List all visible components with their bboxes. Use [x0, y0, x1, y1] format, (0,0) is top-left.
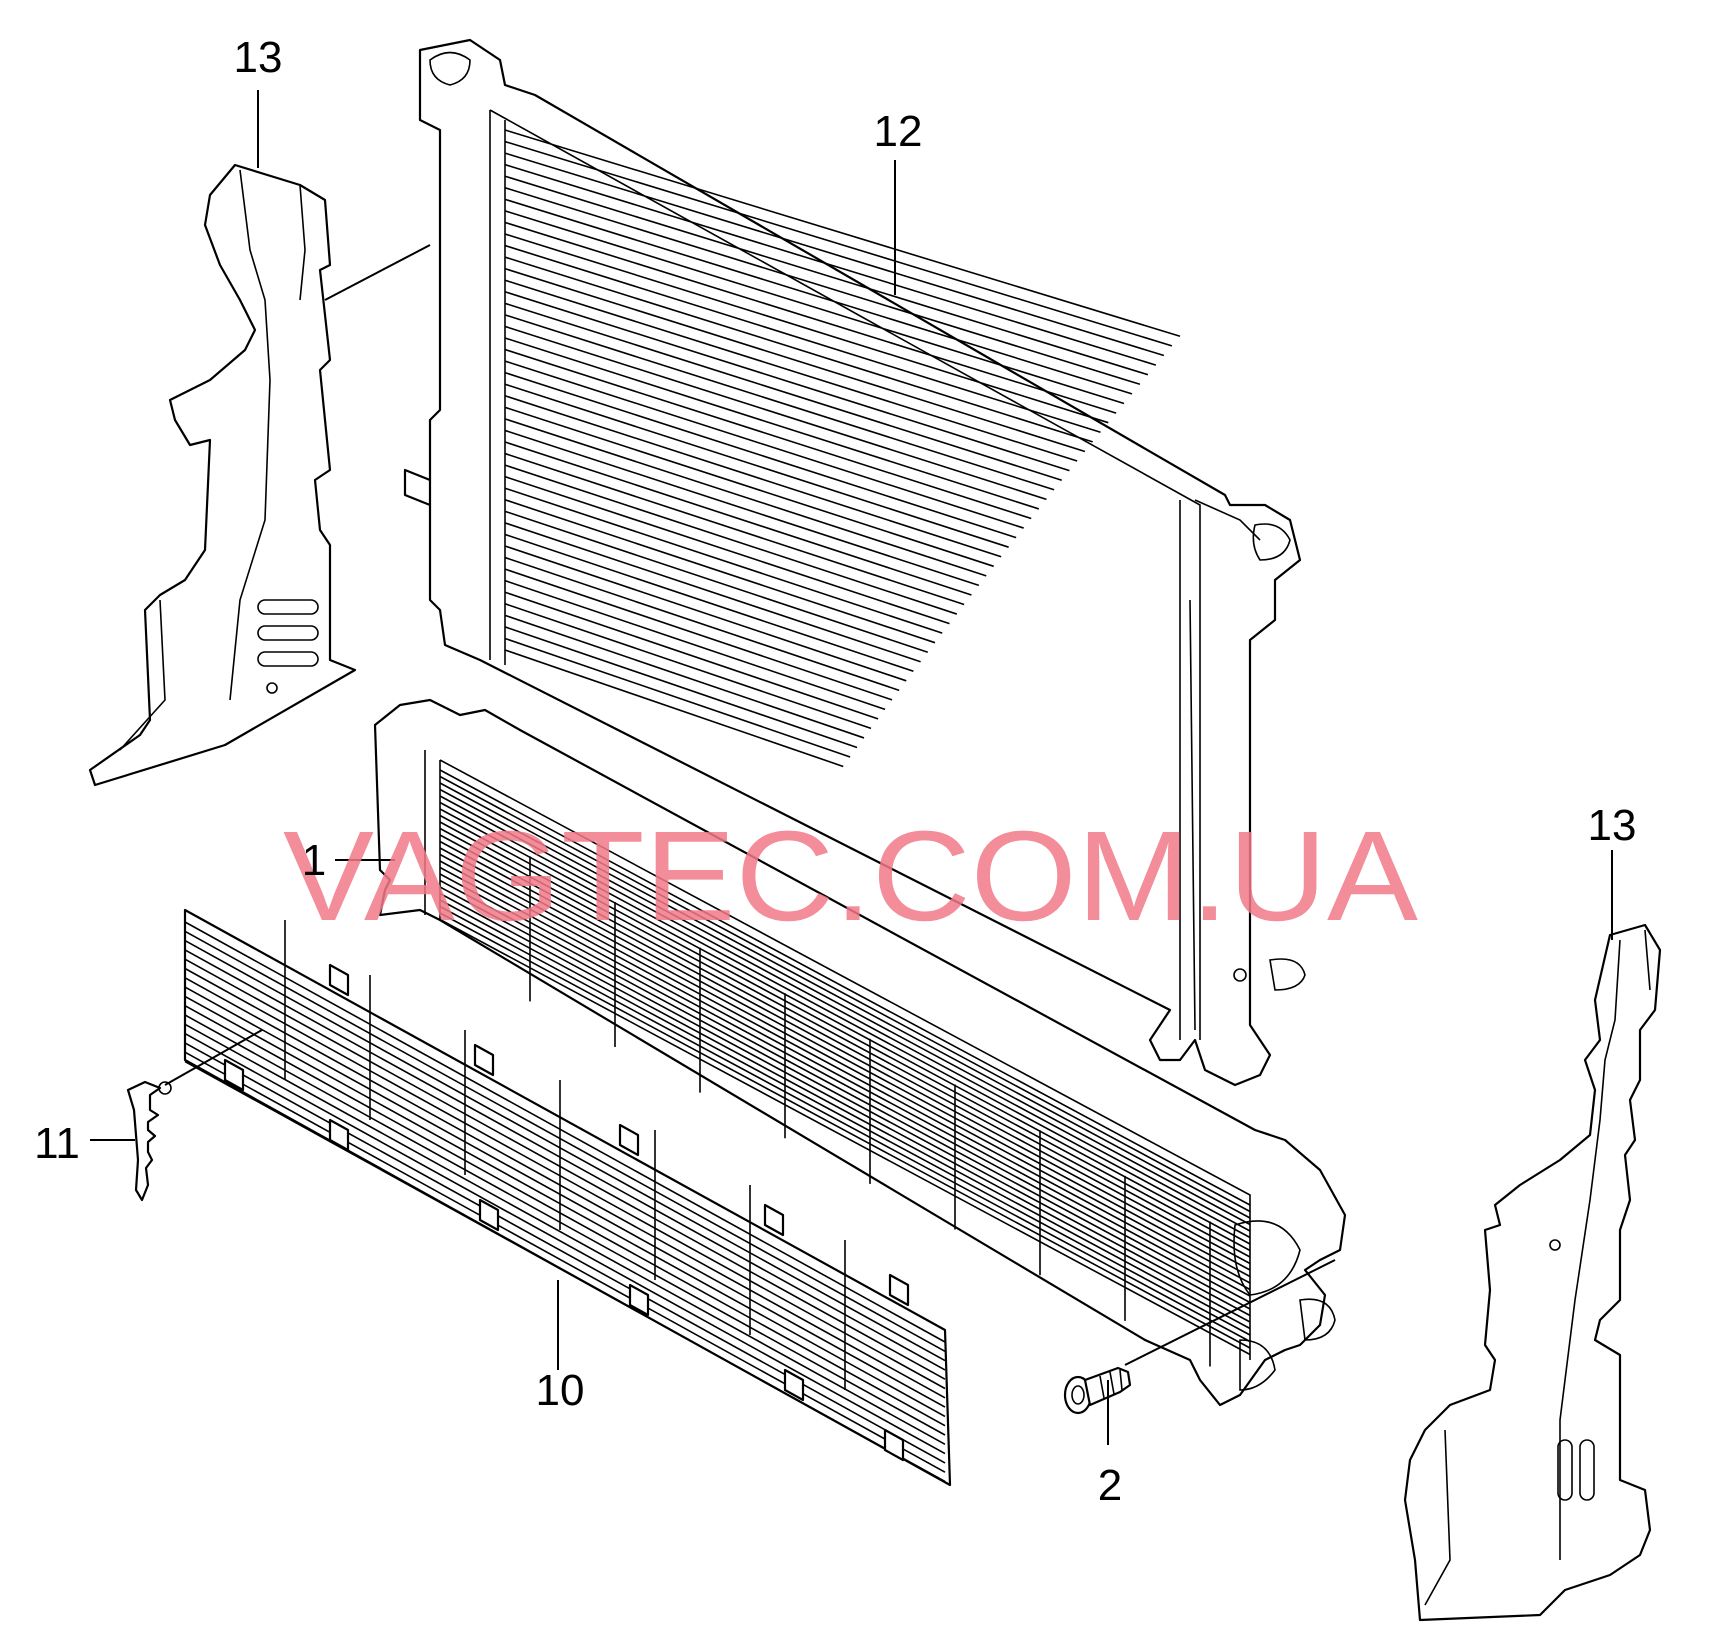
callout-2: 2	[1098, 1461, 1122, 1510]
callout-11: 11	[34, 1119, 80, 1168]
grille-tab	[473, 1043, 495, 1077]
grille-tab	[628, 1283, 650, 1317]
clip	[126, 1080, 172, 1202]
grille-tab	[328, 963, 350, 997]
grille-tab	[763, 1203, 785, 1237]
air-duct-left	[88, 163, 357, 787]
callout-1: 1	[302, 836, 326, 885]
grille-tab	[618, 1123, 640, 1157]
screw	[1063, 1366, 1132, 1415]
callout-12: 12	[874, 107, 923, 156]
grille	[183, 908, 952, 1487]
grille-tab	[478, 1198, 500, 1232]
callout-13-right: 13	[1588, 801, 1637, 850]
grille-tab	[783, 1368, 805, 1402]
grille-tab	[328, 1118, 350, 1152]
grille-tab	[223, 1058, 245, 1092]
air-duct-right	[1403, 923, 1662, 1622]
radiator	[403, 38, 1306, 1087]
leader-lines	[90, 90, 1613, 1445]
callout-13-left: 13	[234, 33, 283, 82]
charge-air-cooler	[373, 698, 1347, 1407]
callout-10: 10	[536, 1366, 585, 1415]
grille-tab	[888, 1273, 910, 1307]
grille-tab	[883, 1428, 905, 1462]
watermark: VAGTEC.COM.UA	[283, 805, 1419, 948]
callout-labels: 13 12 1 11 10 2 13	[34, 33, 1636, 1510]
